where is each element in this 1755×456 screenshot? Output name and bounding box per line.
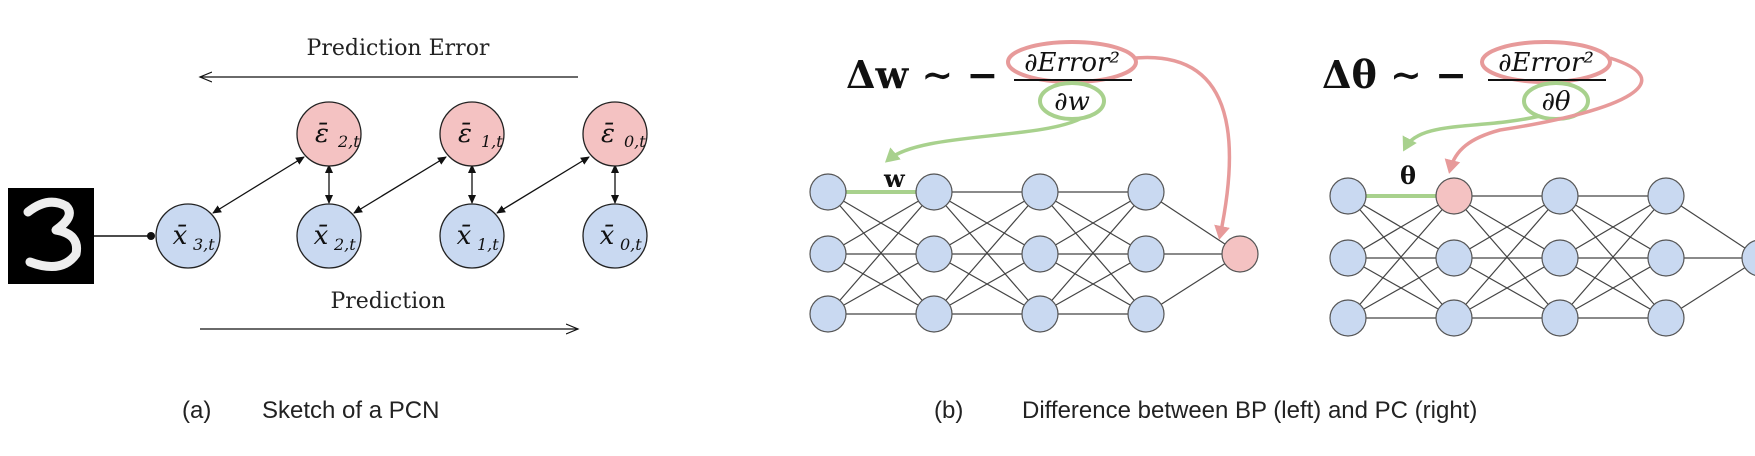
bp-denominator: ∂w xyxy=(1054,87,1090,117)
bp-edge xyxy=(827,191,935,315)
pc-edge xyxy=(1665,195,1755,256)
error-node-0: ε̄ 0,t xyxy=(582,101,648,167)
prediction-error-label: Prediction Error xyxy=(307,36,490,61)
input-dot xyxy=(147,232,155,240)
svg-text:ε̄: ε̄ xyxy=(601,119,615,149)
pc-edge xyxy=(1347,257,1455,319)
pc-denominator: ∂θ xyxy=(1541,87,1570,117)
svg-text:0,t: 0,t xyxy=(620,235,642,254)
panel-a: Prediction Error Prediction ε̄ 2,t ε̄ 1,… xyxy=(8,36,648,424)
prediction-label: Prediction xyxy=(330,289,445,314)
bp-edge xyxy=(827,253,935,315)
bp-weight-label: w xyxy=(883,164,906,193)
pc-node xyxy=(1541,177,1579,215)
pc-node xyxy=(1647,299,1685,337)
bp-green-arrow xyxy=(884,116,1083,163)
caption-b-text: Difference between BP (left) and PC (rig… xyxy=(1022,397,1477,424)
bp-edge xyxy=(933,191,1041,315)
bp-network xyxy=(809,173,1259,333)
svg-text:2,t: 2,t xyxy=(337,132,360,151)
pc-node xyxy=(1329,299,1367,337)
bp-formula-lhs: Δw ∼ − xyxy=(846,52,998,97)
svg-text:ε̄: ε̄ xyxy=(315,119,329,149)
pc-node xyxy=(1541,299,1579,337)
svg-text:2,t: 2,t xyxy=(333,235,356,254)
bp-node xyxy=(915,173,953,211)
caption-b-letter: (b) xyxy=(934,397,963,424)
pc-edge xyxy=(1453,195,1561,319)
mnist-digit-image xyxy=(8,188,94,284)
svg-text:x̄: x̄ xyxy=(457,221,472,251)
svg-text:3,t: 3,t xyxy=(193,235,215,254)
pc-node xyxy=(1329,177,1367,215)
bp-node xyxy=(915,295,953,333)
pc-green-arrow xyxy=(1402,114,1541,152)
bp-node xyxy=(1127,173,1165,211)
bp-edge xyxy=(827,191,935,255)
bp-formula: Δw ∼ − ∂Error² ∂w xyxy=(846,40,1138,121)
pc-node xyxy=(1435,177,1473,215)
pc-red-arrow xyxy=(1444,56,1644,174)
value-node-3: x̄ 3,t xyxy=(155,203,221,269)
caption-a-text: Sketch of a PCN xyxy=(262,397,439,424)
pc-node xyxy=(1435,239,1473,277)
error-node-1: ε̄ 1,t xyxy=(439,101,505,167)
pc-edge xyxy=(1347,195,1455,319)
bp-edge xyxy=(1039,253,1147,315)
pc-node xyxy=(1435,299,1473,337)
bp-output-node xyxy=(1221,235,1259,273)
pc-edge xyxy=(1559,195,1667,319)
pc-edge xyxy=(1559,257,1667,319)
svg-text:x̄: x̄ xyxy=(314,221,329,251)
caption-a-letter: (a) xyxy=(182,397,211,424)
bp-node xyxy=(809,235,847,273)
bp-node xyxy=(809,295,847,333)
pc-edge xyxy=(1453,257,1561,319)
bp-denominator-highlight xyxy=(1038,81,1106,121)
bp-edge xyxy=(933,191,1041,255)
pc-formula: Δθ ∼ − ∂Error² ∂θ xyxy=(1322,40,1612,121)
pc-edge xyxy=(1559,195,1667,259)
value-node-0: x̄ 0,t xyxy=(582,203,648,269)
bp-node xyxy=(1021,235,1059,273)
svg-text:x̄: x̄ xyxy=(600,221,615,251)
svg-text:1,t: 1,t xyxy=(477,235,499,254)
bp-edge xyxy=(1145,191,1241,255)
value-node-2: x̄ 2,t xyxy=(296,203,362,269)
pc-edge xyxy=(1453,195,1561,259)
pc-node xyxy=(1541,239,1579,277)
pc-edge xyxy=(1347,195,1455,259)
value-node-1: x̄ 1,t xyxy=(439,203,505,269)
bp-node xyxy=(1127,235,1165,273)
bp-node xyxy=(915,235,953,273)
pc-weight-label: θ xyxy=(1400,161,1416,190)
pc-numerator: ∂Error² xyxy=(1498,48,1594,78)
bp-node xyxy=(809,173,847,211)
bp-numerator: ∂Error² xyxy=(1024,48,1120,78)
bp-node xyxy=(1021,173,1059,211)
svg-text:0,t: 0,t xyxy=(624,132,646,151)
pc-output-node xyxy=(1741,240,1755,276)
pc-formula-lhs: Δθ ∼ − xyxy=(1322,52,1467,97)
panel-b: Δw ∼ − ∂Error² ∂w w Δθ ∼ − ∂Error² ∂θ θ … xyxy=(809,40,1755,424)
pc-node xyxy=(1329,239,1367,277)
bp-edge xyxy=(933,253,1041,315)
bp-node xyxy=(1127,295,1165,333)
bp-red-arrow xyxy=(1135,55,1232,240)
svg-text:ε̄: ε̄ xyxy=(458,119,472,149)
bp-edge xyxy=(1039,191,1147,315)
bp-node xyxy=(1021,295,1059,333)
pcn-connections xyxy=(212,156,619,214)
pc-node xyxy=(1647,177,1685,215)
svg-text:x̄: x̄ xyxy=(173,221,188,251)
bp-edge xyxy=(1039,191,1147,255)
error-node-2: ε̄ 2,t xyxy=(296,101,362,167)
svg-text:1,t: 1,t xyxy=(481,132,503,151)
pc-network xyxy=(1329,177,1755,337)
pc-node xyxy=(1647,239,1685,277)
